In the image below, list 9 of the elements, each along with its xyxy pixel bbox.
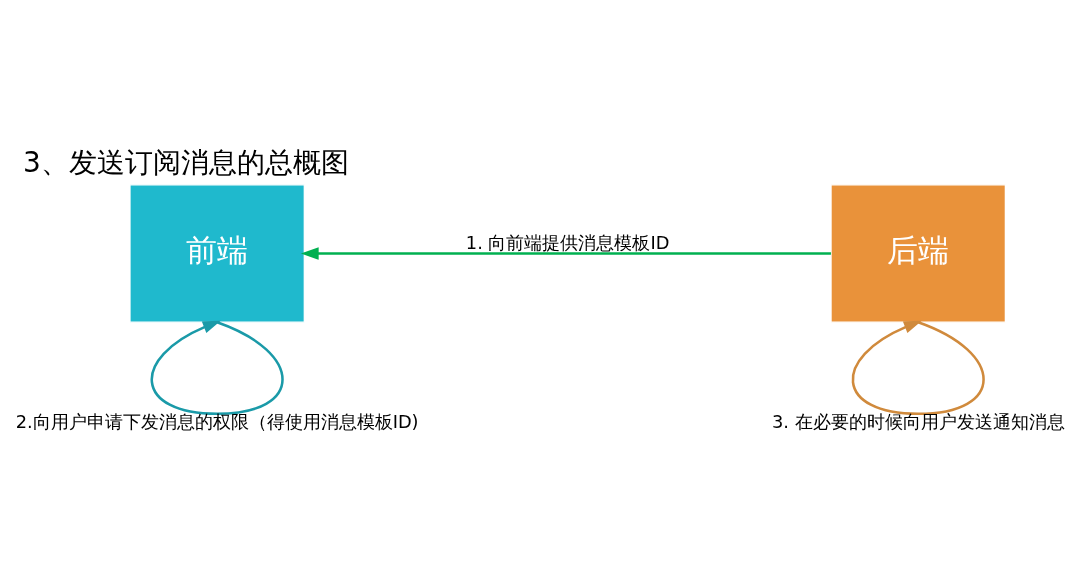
edge-label: 3. 在必要的时候向用户发送通知消息 bbox=[771, 410, 1065, 432]
edge-label: 1. 向前端提供消息模板ID bbox=[465, 231, 670, 253]
arrow bbox=[150, 320, 284, 415]
arrow bbox=[851, 320, 985, 415]
edge-label: 2.向用户申请下发消息的权限（得使用消息模板ID) bbox=[15, 410, 419, 432]
node-box: 前端 bbox=[129, 183, 305, 323]
node-box: 后端 bbox=[830, 183, 1006, 323]
diagram-title: 3、发送订阅消息的总概图 bbox=[23, 145, 349, 179]
arrow bbox=[300, 246, 831, 260]
